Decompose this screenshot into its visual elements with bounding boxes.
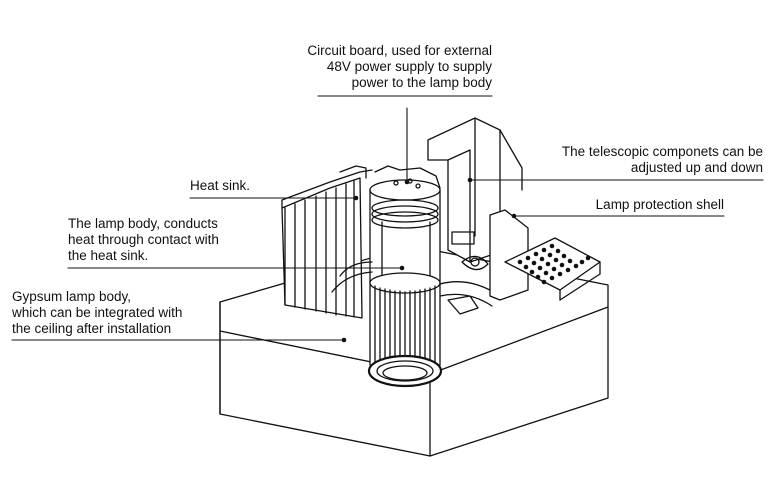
label-lamp-body-line3: the heat sink. — [68, 248, 149, 263]
label-gypsum: Gypsum lamp body, which can be integrate… — [12, 289, 182, 337]
leader-lines — [11, 95, 764, 341]
label-telescopic-line2: adjusted up and down — [630, 160, 763, 175]
label-lamp-body: The lamp body, conducts heat through con… — [68, 216, 219, 264]
telescopic-component — [427, 117, 523, 271]
label-telescopic: The telescopic componets can be adjusted… — [520, 144, 763, 176]
label-heat-sink: Heat sink. — [190, 178, 250, 194]
label-protection-shell: Lamp protection shell — [560, 197, 724, 213]
label-lamp-body-line1: The lamp body, conducts — [68, 216, 218, 231]
label-circuit-board-line1: Circuit board, used for external — [307, 43, 492, 58]
label-telescopic-line1: The telescopic componets can be — [561, 144, 763, 159]
lamp-body — [369, 165, 441, 290]
label-circuit-board-line3: power to the lamp body — [351, 75, 492, 90]
label-gypsum-line3: the ceiling after installation — [12, 321, 172, 336]
protection-shell — [489, 209, 601, 301]
label-heat-sink-line1: Heat sink. — [190, 178, 251, 193]
shell-perforations — [517, 243, 591, 285]
label-protection-shell-line1: Lamp protection shell — [595, 197, 724, 212]
heat-sink — [281, 165, 373, 319]
label-circuit-board: Circuit board, used for external 48V pow… — [270, 43, 492, 91]
label-lamp-body-line2: heat through contact with — [68, 232, 219, 247]
reflector-cup — [367, 272, 443, 388]
label-gypsum-line1: Gypsum lamp body, — [12, 289, 132, 304]
label-gypsum-line2: which can be integrated with — [12, 305, 183, 320]
label-circuit-board-line2: 48V power supply to supply — [326, 59, 492, 74]
